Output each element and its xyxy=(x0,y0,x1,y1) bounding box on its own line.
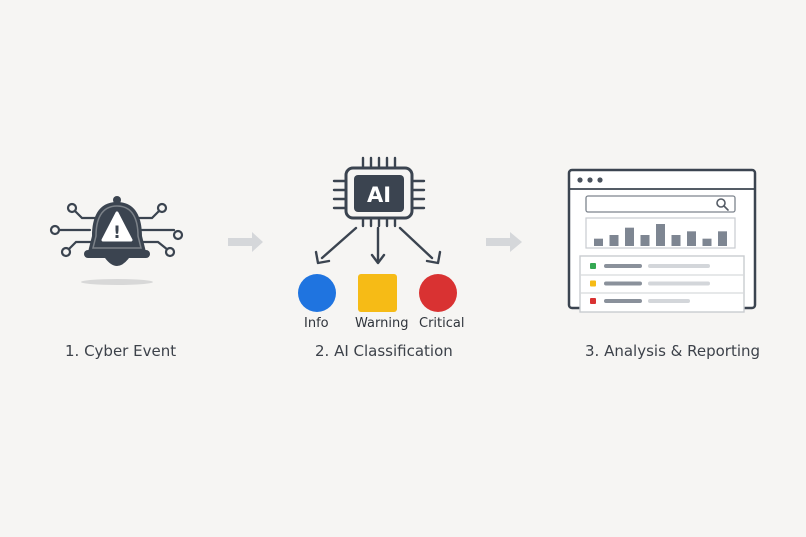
classification-arrows xyxy=(314,226,442,265)
dashboard-bar xyxy=(609,235,619,246)
dashboard-bar xyxy=(656,224,665,246)
search-icon xyxy=(716,198,726,208)
class-label-critical: Critical xyxy=(419,316,465,331)
warning-square xyxy=(358,274,397,312)
status-indicator xyxy=(590,280,596,287)
list-item-title-placeholder xyxy=(604,299,642,303)
list-item-detail-placeholder xyxy=(648,264,710,268)
step-label-analysis-reporting: 3. Analysis & Reporting xyxy=(585,342,761,360)
flow-arrow-2 xyxy=(486,232,522,252)
list-item-title-placeholder xyxy=(604,281,642,286)
info-circle xyxy=(298,274,336,312)
dashboard-list xyxy=(590,263,710,304)
flow-arrow-1 xyxy=(228,232,263,252)
ai-chip-icon: AI xyxy=(332,156,426,228)
step-label-cyber-event: 1. Cyber Event xyxy=(65,342,177,360)
dashboard-bar xyxy=(625,227,634,246)
list-item-title-placeholder xyxy=(604,264,642,268)
status-indicator xyxy=(590,298,596,304)
dashboard-bar xyxy=(702,238,712,246)
step-label-ai-classification: 2. AI Classification xyxy=(315,342,453,360)
dashboard-bar-chart xyxy=(594,224,727,246)
analysis-dashboard-icon xyxy=(567,168,757,313)
alert-exclamation: ! xyxy=(113,223,121,243)
ai-chip-label: AI xyxy=(367,183,391,207)
dashboard-bar xyxy=(718,231,727,246)
dashboard-bar xyxy=(687,231,696,246)
class-label-info: Info xyxy=(304,316,329,331)
dashboard-search-bar xyxy=(585,195,736,213)
dashboard-bar xyxy=(640,235,650,246)
cyber-event-icon: ! xyxy=(49,196,184,285)
dashboard-bar xyxy=(671,235,681,246)
list-item-detail-placeholder xyxy=(648,299,690,303)
status-indicator xyxy=(590,263,596,269)
class-label-warning: Warning xyxy=(355,316,409,331)
list-item-detail-placeholder xyxy=(648,281,710,286)
dashboard-bar xyxy=(594,238,603,246)
critical-circle xyxy=(419,274,457,312)
window-dots xyxy=(577,177,603,183)
